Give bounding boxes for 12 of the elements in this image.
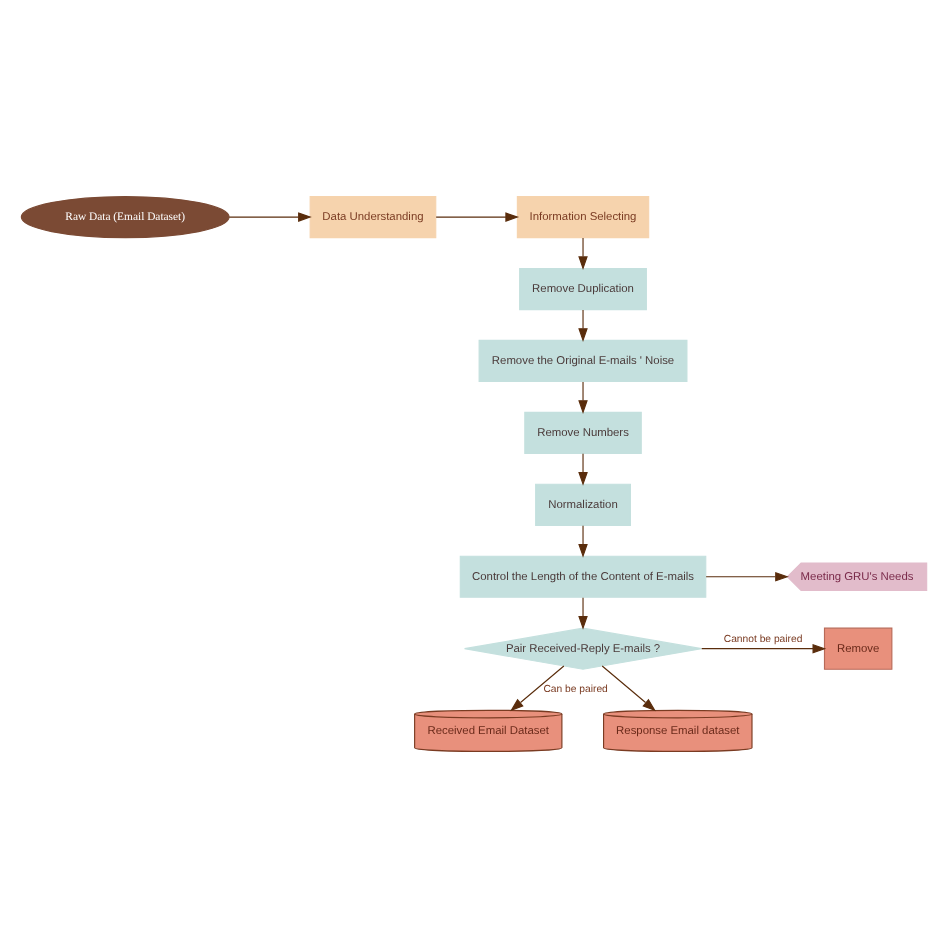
arrow — [578, 525, 588, 558]
arrow — [578, 381, 588, 414]
arrow — [578, 597, 588, 630]
arrow — [435, 212, 520, 222]
arrow — [228, 212, 312, 222]
arrow — [601, 665, 656, 712]
arrow — [510, 665, 565, 712]
arrow — [578, 237, 588, 271]
arrow — [578, 309, 588, 342]
arrow — [701, 643, 827, 654]
arrow — [705, 571, 789, 582]
arrow — [578, 453, 588, 486]
